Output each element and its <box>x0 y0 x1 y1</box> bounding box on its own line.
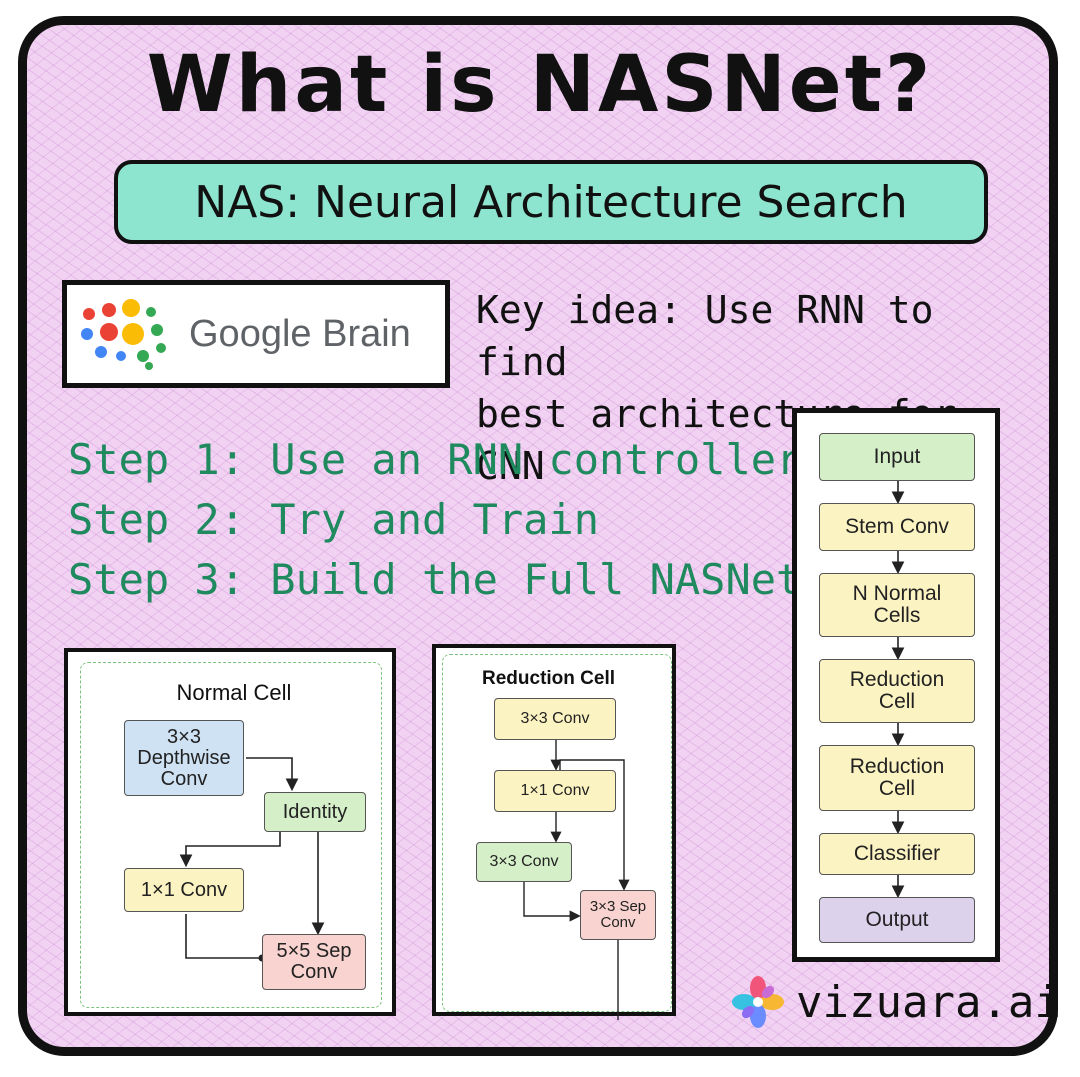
google-brain-wordmark: Google Brain <box>189 312 411 355</box>
reduction-cell-connections <box>523 740 630 1020</box>
vizuara-flower-icon <box>732 976 784 1028</box>
key-idea-line-1: Key idea: Use RNN to find <box>476 288 934 384</box>
pipeline-input: Input <box>819 433 975 481</box>
node-3x3-conv-bottom: 3×3 Conv <box>476 842 572 882</box>
pipeline-stem-conv: Stem Conv <box>819 503 975 551</box>
normal-cell-border <box>80 662 382 1008</box>
node-1x1-conv: 1×1 Conv <box>124 868 244 912</box>
pipeline-reduction-cell-1: Reduction Cell <box>819 659 975 723</box>
pipeline-reduction-cell-2: Reduction Cell <box>819 745 975 811</box>
steps-list: Step 1: Use an RNN controller Step 2: Tr… <box>68 430 801 610</box>
pipeline-normal-cells: N Normal Cells <box>819 573 975 637</box>
google-brain-dots-icon <box>81 299 166 370</box>
subtitle-banner: NAS: Neural Architecture Search <box>114 160 988 244</box>
node-3x3-conv-top: 3×3 Conv <box>494 698 616 740</box>
pipeline-classifier: Classifier <box>819 833 975 875</box>
key-idea: Key idea: Use RNN to find best architect… <box>476 284 1036 492</box>
reduction-cell-panel: Reduction Cell 3×3 Conv 1×1 Conv 3×3 Con… <box>432 644 676 1020</box>
pipeline-connections <box>891 481 905 899</box>
normal-cell-panel: Normal Cell 3×3 Depthwise Conv Identity … <box>64 648 396 1016</box>
node-5x5-sep-conv: 5×5 Sep Conv <box>262 934 366 990</box>
node-3x3-sep-conv: 3×3 Sep Conv <box>580 890 656 940</box>
subtitle-text: NAS: Neural Architecture Search <box>194 176 908 228</box>
vizuara-wordmark: vizuara.ai <box>796 976 1061 1028</box>
normal-cell-title: Normal Cell <box>176 680 292 705</box>
step-1: Step 1: Use an RNN controller <box>68 435 802 484</box>
pipeline-panel: Input Stem Conv N Normal Cells Reduction… <box>792 408 1000 962</box>
node-depthwise-conv: 3×3 Depthwise Conv <box>124 720 244 796</box>
page-title: What is NASNet? <box>146 40 934 130</box>
step-3: Step 3: Build the Full NASNet <box>68 555 802 604</box>
step-2: Step 2: Try and Train <box>68 495 600 544</box>
google-brain-logo-box: Google Brain <box>62 280 450 388</box>
vizuara-logo: vizuara.ai <box>732 976 1061 1028</box>
reduction-cell-border <box>442 654 672 1012</box>
node-1x1-conv-reduction: 1×1 Conv <box>494 770 616 812</box>
pipeline-output: Output <box>819 897 975 943</box>
node-identity: Identity <box>264 792 366 832</box>
reduction-cell-title: Reduction Cell <box>482 668 616 689</box>
